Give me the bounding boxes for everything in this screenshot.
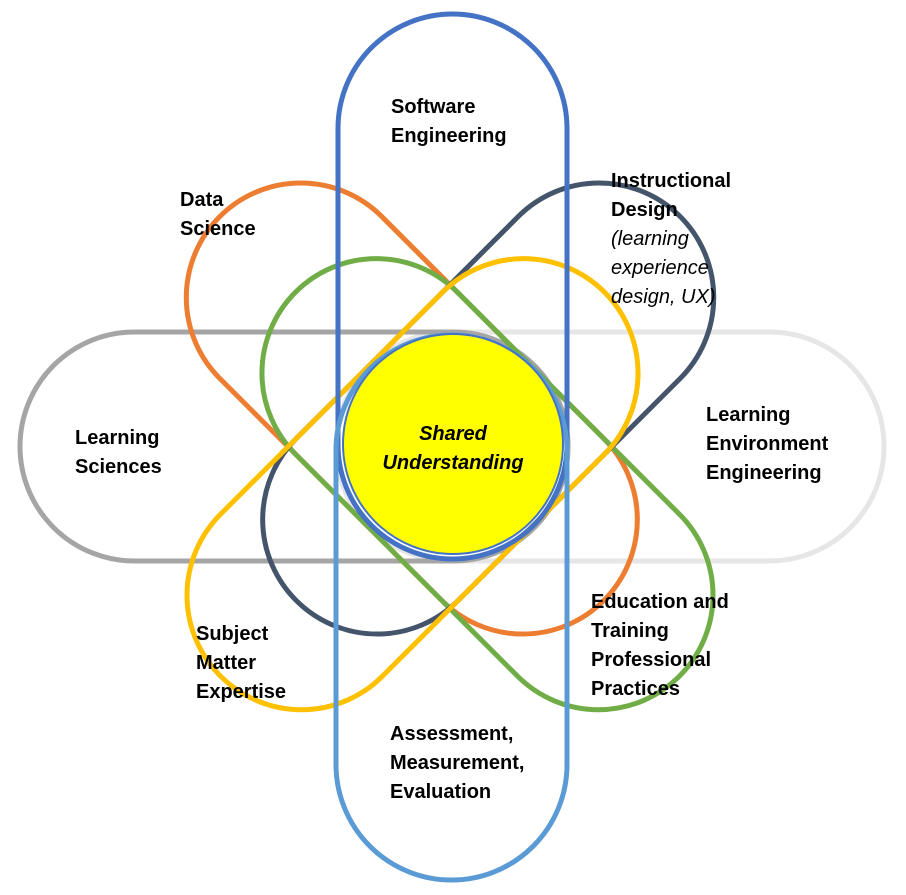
label-data-science: Data Science — [180, 189, 256, 240]
label-education-training: Education and Training Professional Prac… — [591, 591, 729, 700]
petal-subject-matter-expertise — [184, 256, 641, 713]
label-shared-understanding: Shared Understanding — [382, 423, 524, 474]
label-assessment: Assessment, Measurement, Evaluation — [390, 723, 525, 803]
petal-software-engineering — [335, 11, 570, 562]
label-software-engineering: Software Engineering — [391, 96, 507, 147]
label-learning-sciences: Learning Sciences — [75, 427, 162, 478]
label-learning-environment-engineering: Learning Environment Engineering — [706, 404, 829, 484]
label-instructional-design: Instructional Design (learning experienc… — [611, 170, 732, 308]
label-subject-matter-expertise: Subject Matter Expertise — [196, 623, 287, 703]
shared-understanding-circle — [342, 333, 564, 555]
